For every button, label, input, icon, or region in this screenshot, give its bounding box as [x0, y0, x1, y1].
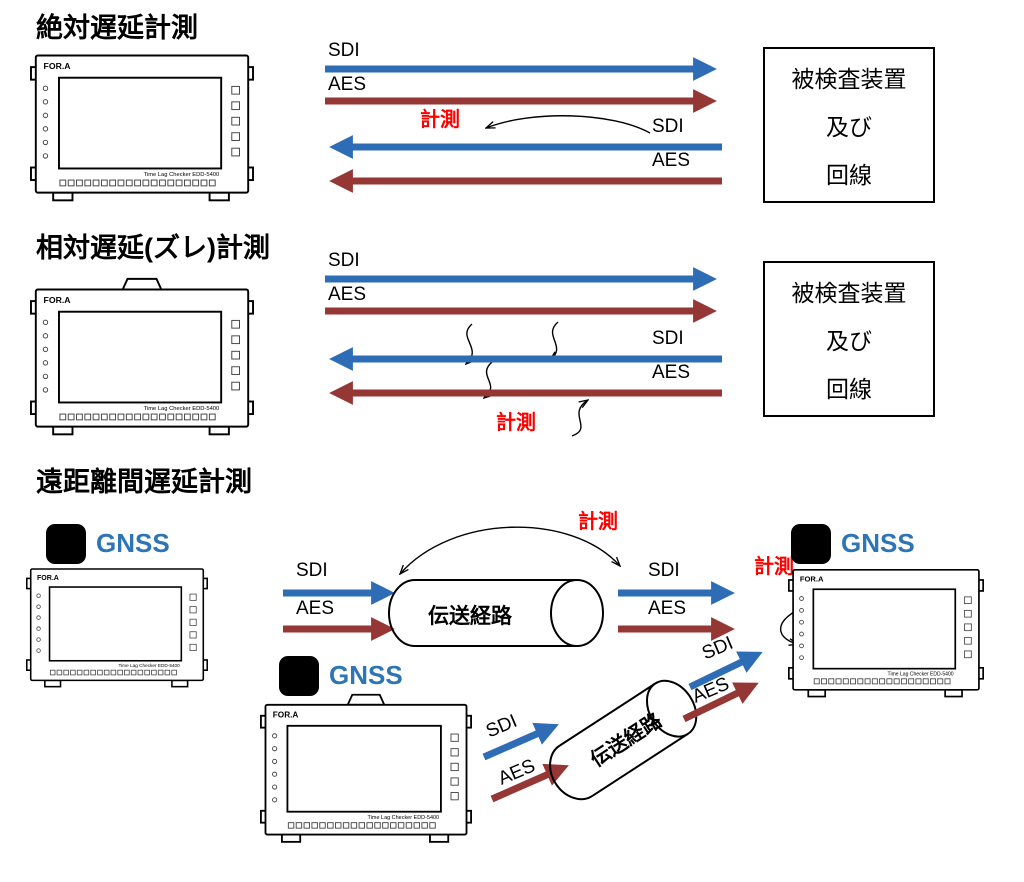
device-screen [48, 586, 183, 662]
gnss-icon [279, 656, 319, 696]
aes-label: AES [652, 150, 691, 171]
transmission-path-cylinder-tilted [549, 679, 698, 801]
device-screen [286, 724, 442, 813]
measure-label: 計測 [578, 511, 618, 533]
target-box: 被検査装置 及び 回線 [763, 47, 935, 203]
time-lag-checker-device: FOR.A Time Lag Checker EDD-5400 [30, 42, 254, 206]
device-model: Time Lag Checker EDD-5400 [888, 671, 954, 677]
device-chassis [26, 568, 208, 688]
device-screen [812, 588, 957, 670]
device-handle [346, 693, 386, 706]
time-lag-checker-device: FOR.A Time Lag Checker EDD-5400 [788, 558, 984, 702]
aes-label: AES [328, 74, 367, 95]
device-controls [42, 85, 240, 187]
device-controls [42, 319, 240, 421]
time-lag-checker-device: FOR.A Time Lag Checker EDD-5400 [30, 276, 254, 440]
measure-label: 計測 [420, 109, 460, 131]
device-brand: FOR.A [800, 575, 824, 584]
aes-label: AES [652, 362, 691, 383]
gnss-icon [791, 524, 831, 564]
device-brand: FOR.A [37, 575, 59, 582]
section-title-absolute: 絶対遅延計測 [36, 13, 198, 43]
relative-skew-squiggle-2 [550, 321, 558, 360]
device-brand: FOR.A [273, 711, 299, 720]
relative-measure-squiggle [571, 400, 588, 437]
aes-label: AES [648, 598, 687, 619]
gnss-label: GNSS [329, 660, 403, 690]
device-screen [58, 76, 223, 170]
device-handle [121, 277, 163, 291]
sdi-label: SDI [648, 560, 680, 581]
gnss-label: GNSS [841, 528, 915, 558]
long-sdi-diag-arrow-1 [482, 722, 559, 761]
device-chassis [260, 703, 472, 843]
measure-label: 計測 [496, 412, 536, 434]
time-lag-checker-device: FOR.A Time Lag Checker EDD-5400 [260, 692, 472, 847]
device-brand: FOR.A [44, 295, 72, 305]
device-chassis [788, 568, 984, 698]
sdi-label: SDI [652, 328, 684, 349]
long-aes-diag-arrow-2 [682, 682, 759, 723]
sdi-label: SDI [328, 40, 360, 61]
transmission-path-cylinder [388, 579, 604, 647]
device-chassis [30, 54, 254, 202]
device-model: Time Lag Checker EDD-5400 [144, 172, 220, 178]
device-model: Time Lag Checker EDD-5400 [144, 406, 220, 412]
section-title-long-distance: 遠距離間遅延計測 [36, 467, 252, 497]
target-box-line3: 回線 [826, 162, 872, 188]
measure-label: 計測 [754, 556, 794, 578]
long-sdi-diag-arrow-2 [688, 651, 763, 691]
gnss-label: GNSS [96, 528, 170, 558]
target-box-line2: 及び [826, 328, 872, 354]
aes-label: AES [296, 598, 335, 619]
transmission-path-label: 伝送経路 [428, 605, 512, 628]
target-box-line1: 被検査装置 [791, 66, 907, 92]
target-box-line1: 被検査装置 [791, 280, 907, 306]
target-box: 被検査装置 及び 回線 [763, 261, 935, 417]
sdi-label: SDI [296, 560, 328, 581]
long-measure-arc [400, 526, 620, 574]
time-lag-checker-device: FOR.A Time Lag Checker EDD-5400 [26, 558, 208, 691]
section-title-relative: 相対遅延(ズレ)計測 [36, 233, 270, 263]
target-box-line2: 及び [826, 114, 872, 140]
device-controls [799, 596, 972, 685]
device-controls [272, 733, 459, 829]
target-box-line3: 回線 [826, 376, 872, 402]
device-model: Time Lag Checker EDD-5400 [118, 663, 180, 668]
sdi-label: SDI [328, 250, 360, 271]
long-aes-diag-arrow-1 [490, 763, 569, 803]
device-controls [36, 593, 197, 676]
device-brand: FOR.A [44, 61, 72, 71]
sdi-label: SDI [652, 116, 684, 137]
device-chassis [30, 288, 254, 436]
absolute-measure-curve [486, 115, 651, 134]
device-screen [58, 310, 223, 404]
aes-label: AES [328, 284, 367, 305]
device-model: Time Lag Checker EDD-5400 [368, 815, 440, 821]
gnss-icon [46, 524, 86, 564]
